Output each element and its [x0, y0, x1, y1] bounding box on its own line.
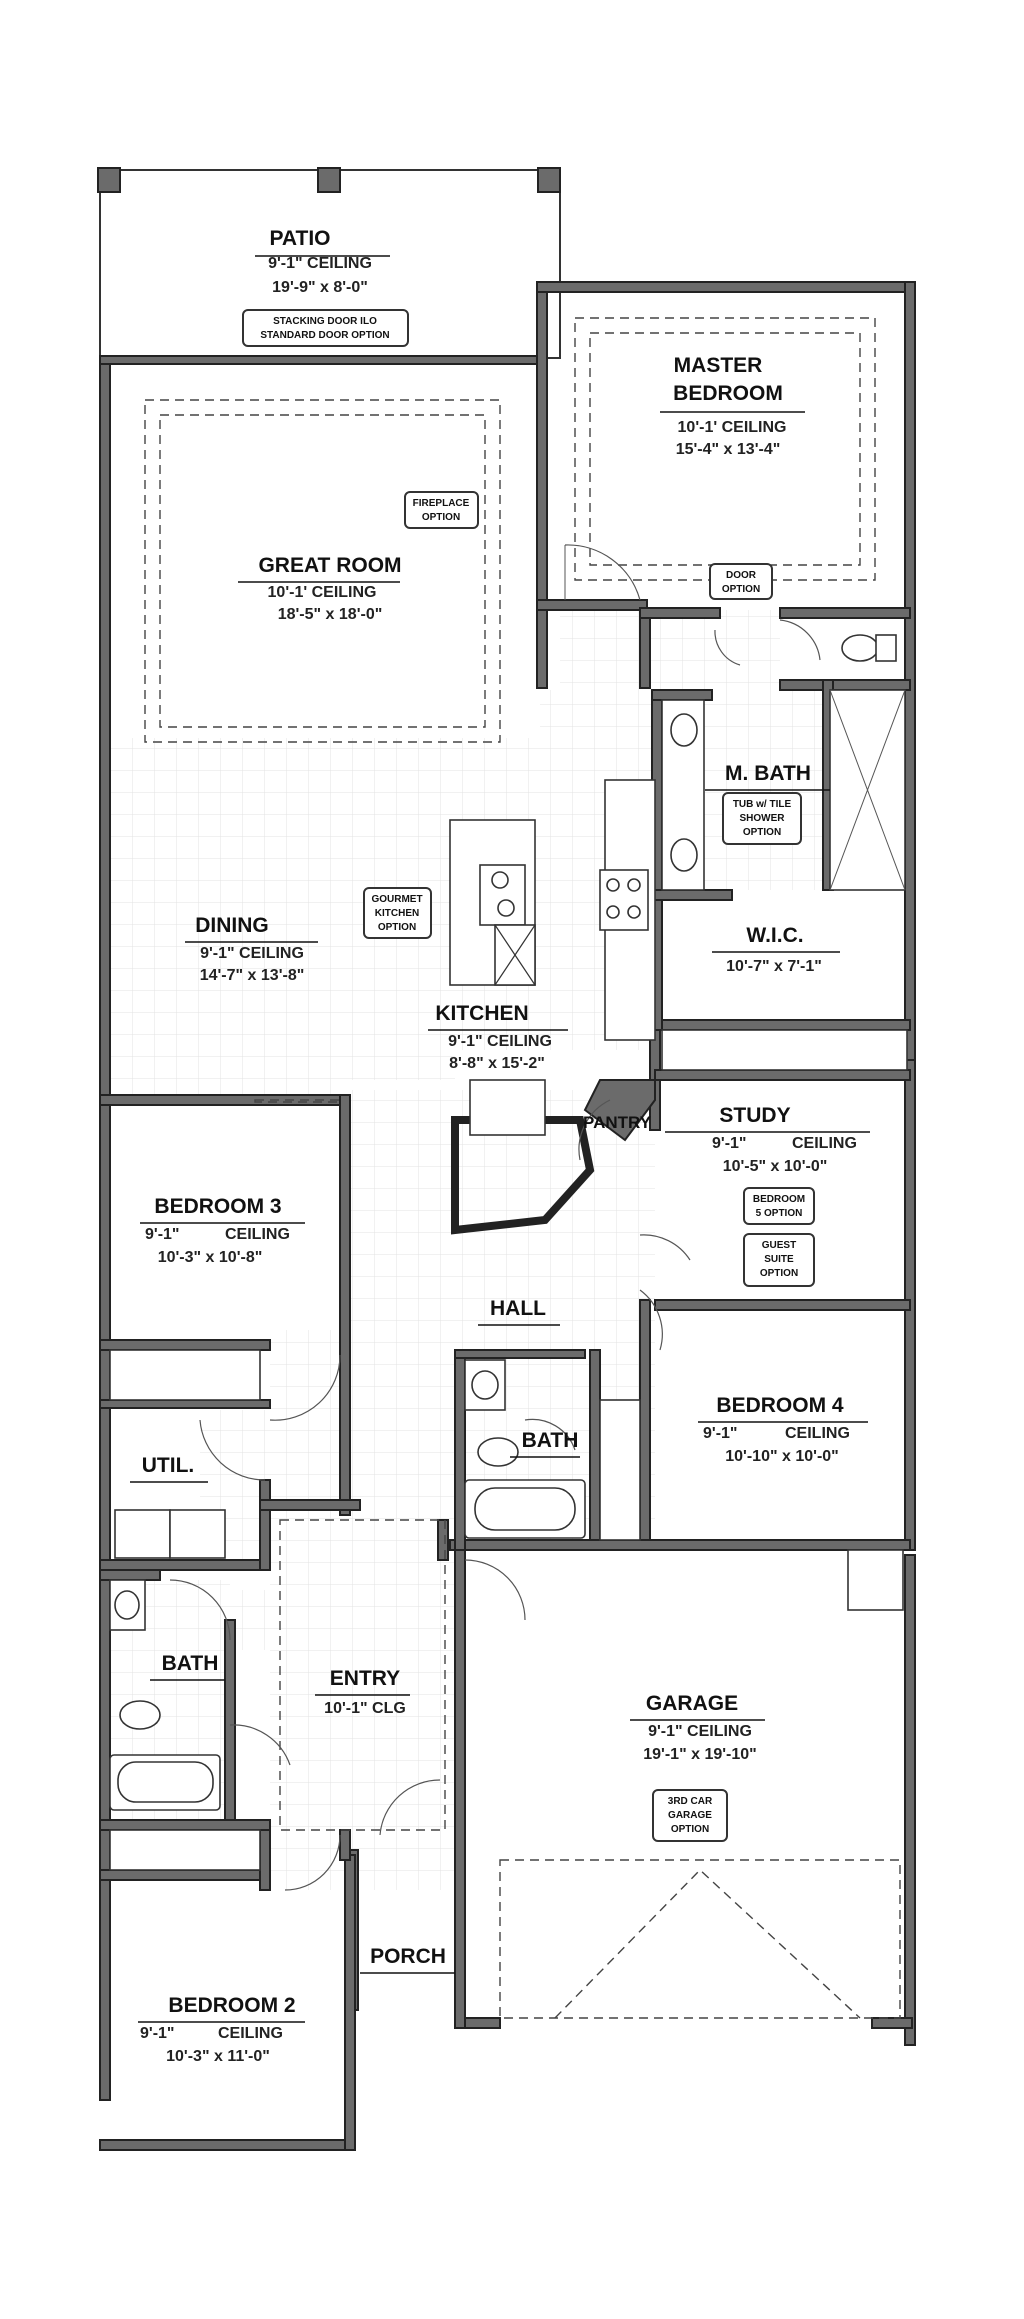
svg-text:SUITE: SUITE — [764, 1254, 794, 1265]
svg-text:BEDROOM: BEDROOM — [753, 1194, 805, 1205]
svg-text:5 OPTION: 5 OPTION — [756, 1208, 803, 1219]
svg-text:FIREPLACE: FIREPLACE — [413, 498, 470, 509]
bedroom3-ceiling-b: CEILING — [225, 1226, 290, 1243]
dining-size: 14'-7" x 13'-8" — [200, 967, 305, 984]
util-name: UTIL. — [142, 1454, 195, 1477]
wic-size: 10'-7" x 7'-1" — [726, 958, 822, 975]
svg-text:DOOR: DOOR — [726, 570, 757, 581]
svg-text:GOURMET: GOURMET — [371, 894, 422, 905]
garage-ceiling: 9'-1" CEILING — [648, 1723, 752, 1740]
option-badges: STACKING DOOR ILO STANDARD DOOR OPTION F… — [242, 309, 815, 1842]
svg-text:OPTION: OPTION — [722, 584, 760, 595]
bedroom-5-option: BEDROOM 5 OPTION — [743, 1187, 815, 1225]
study-ceiling-b: CEILING — [792, 1135, 857, 1152]
bedroom2-ceiling-b: CEILING — [218, 2025, 283, 2042]
bedroom4-ceiling-a: 9'-1" — [703, 1425, 738, 1442]
svg-text:STANDARD DOOR OPTION: STANDARD DOOR OPTION — [260, 330, 389, 341]
bedroom4-ceiling-b: CEILING — [785, 1425, 850, 1442]
dining-name: DINING — [195, 914, 269, 937]
wic-name: W.I.C. — [746, 924, 803, 947]
door-option: DOOR OPTION — [709, 563, 773, 600]
study-name: STUDY — [719, 1104, 790, 1127]
garage-name: GARAGE — [646, 1692, 738, 1715]
bedroom2-size: 10'-3" x 11'-0" — [166, 2048, 270, 2065]
master-size: 15'-4" x 13'-4" — [676, 441, 781, 458]
patio-ceiling: 9'-1" CEILING — [268, 255, 372, 272]
svg-text:GUEST: GUEST — [762, 1240, 796, 1251]
bath1-name: BATH — [162, 1652, 219, 1675]
fireplace-option: FIREPLACE OPTION — [404, 491, 479, 529]
kitchen-fixtures — [449, 779, 656, 1136]
svg-text:GARAGE: GARAGE — [668, 1810, 712, 1821]
pantry-name: PANTRY — [583, 1113, 652, 1132]
bedroom3-ceiling-a: 9'-1" — [145, 1226, 180, 1243]
master-name-line1: MASTER — [674, 354, 763, 377]
bath-fixtures — [109, 634, 908, 1871]
great-room-size: 18'-5" x 18'-0" — [278, 606, 383, 623]
interior-walls — [99, 599, 911, 1891]
svg-text:OPTION: OPTION — [378, 922, 416, 933]
stacking-door-option: STACKING DOOR ILO STANDARD DOOR OPTION — [242, 309, 409, 347]
great-room-ceiling: 10'-1' CEILING — [268, 584, 377, 601]
guest-suite-option: GUEST SUITE OPTION — [743, 1233, 815, 1287]
study-ceiling-a: 9'-1" — [712, 1135, 747, 1152]
master-ceiling: 10'-1' CEILING — [678, 419, 787, 436]
bedroom2-ceiling-a: 9'-1" — [140, 2025, 175, 2042]
third-car-garage-option: 3RD CAR GARAGE OPTION — [652, 1789, 728, 1842]
svg-text:STACKING DOOR ILO: STACKING DOOR ILO — [273, 316, 377, 327]
porch-name: PORCH — [370, 1945, 446, 1968]
dining-ceiling: 9'-1" CEILING — [200, 945, 304, 962]
bedroom3-name: BEDROOM 3 — [154, 1195, 281, 1218]
svg-text:SHOWER: SHOWER — [740, 813, 786, 824]
svg-text:OPTION: OPTION — [671, 1824, 709, 1835]
kitchen-name: KITCHEN — [435, 1002, 528, 1025]
garage-size: 19'-1" x 19'-10" — [643, 1746, 757, 1763]
bedroom4-size: 10'-10" x 10'-0" — [725, 1448, 839, 1465]
svg-text:OPTION: OPTION — [743, 827, 781, 838]
svg-text:OPTION: OPTION — [760, 1268, 798, 1279]
svg-text:TUB w/ TILE: TUB w/ TILE — [733, 799, 792, 810]
hall-name: HALL — [490, 1297, 546, 1320]
svg-text:KITCHEN: KITCHEN — [375, 908, 419, 919]
svg-text:3RD CAR: 3RD CAR — [668, 1796, 713, 1807]
tub-tile-shower-option: TUB w/ TILE SHOWER OPTION — [722, 792, 802, 845]
room-labels: PATIO 9'-1" CEILING 19'-9" x 8'-0" MASTE… — [130, 227, 870, 2065]
svg-text:OPTION: OPTION — [422, 512, 460, 523]
kitchen-ceiling: 9'-1" CEILING — [448, 1033, 552, 1050]
entry-ceiling: 10'-1" CLG — [324, 1700, 406, 1717]
bedroom3-size: 10'-3" x 10'-8" — [158, 1249, 263, 1266]
bedroom2-name: BEDROOM 2 — [168, 1994, 295, 2017]
patio-name: PATIO — [269, 227, 330, 250]
door-swings — [169, 544, 821, 1891]
kitchen-size: 8'-8" x 15'-2" — [449, 1055, 545, 1072]
gourmet-kitchen-option: GOURMET KITCHEN OPTION — [363, 887, 432, 939]
entry-name: ENTRY — [330, 1667, 400, 1690]
great-room-name: GREAT ROOM — [258, 554, 401, 577]
hall-bath-name: BATH — [522, 1429, 579, 1452]
patio-size: 19'-9" x 8'-0" — [272, 279, 368, 296]
mbath-name: M. BATH — [725, 762, 811, 785]
study-size: 10'-5" x 10'-0" — [723, 1158, 828, 1175]
master-name-line2: BEDROOM — [673, 382, 783, 405]
bedroom4-name: BEDROOM 4 — [716, 1394, 844, 1417]
